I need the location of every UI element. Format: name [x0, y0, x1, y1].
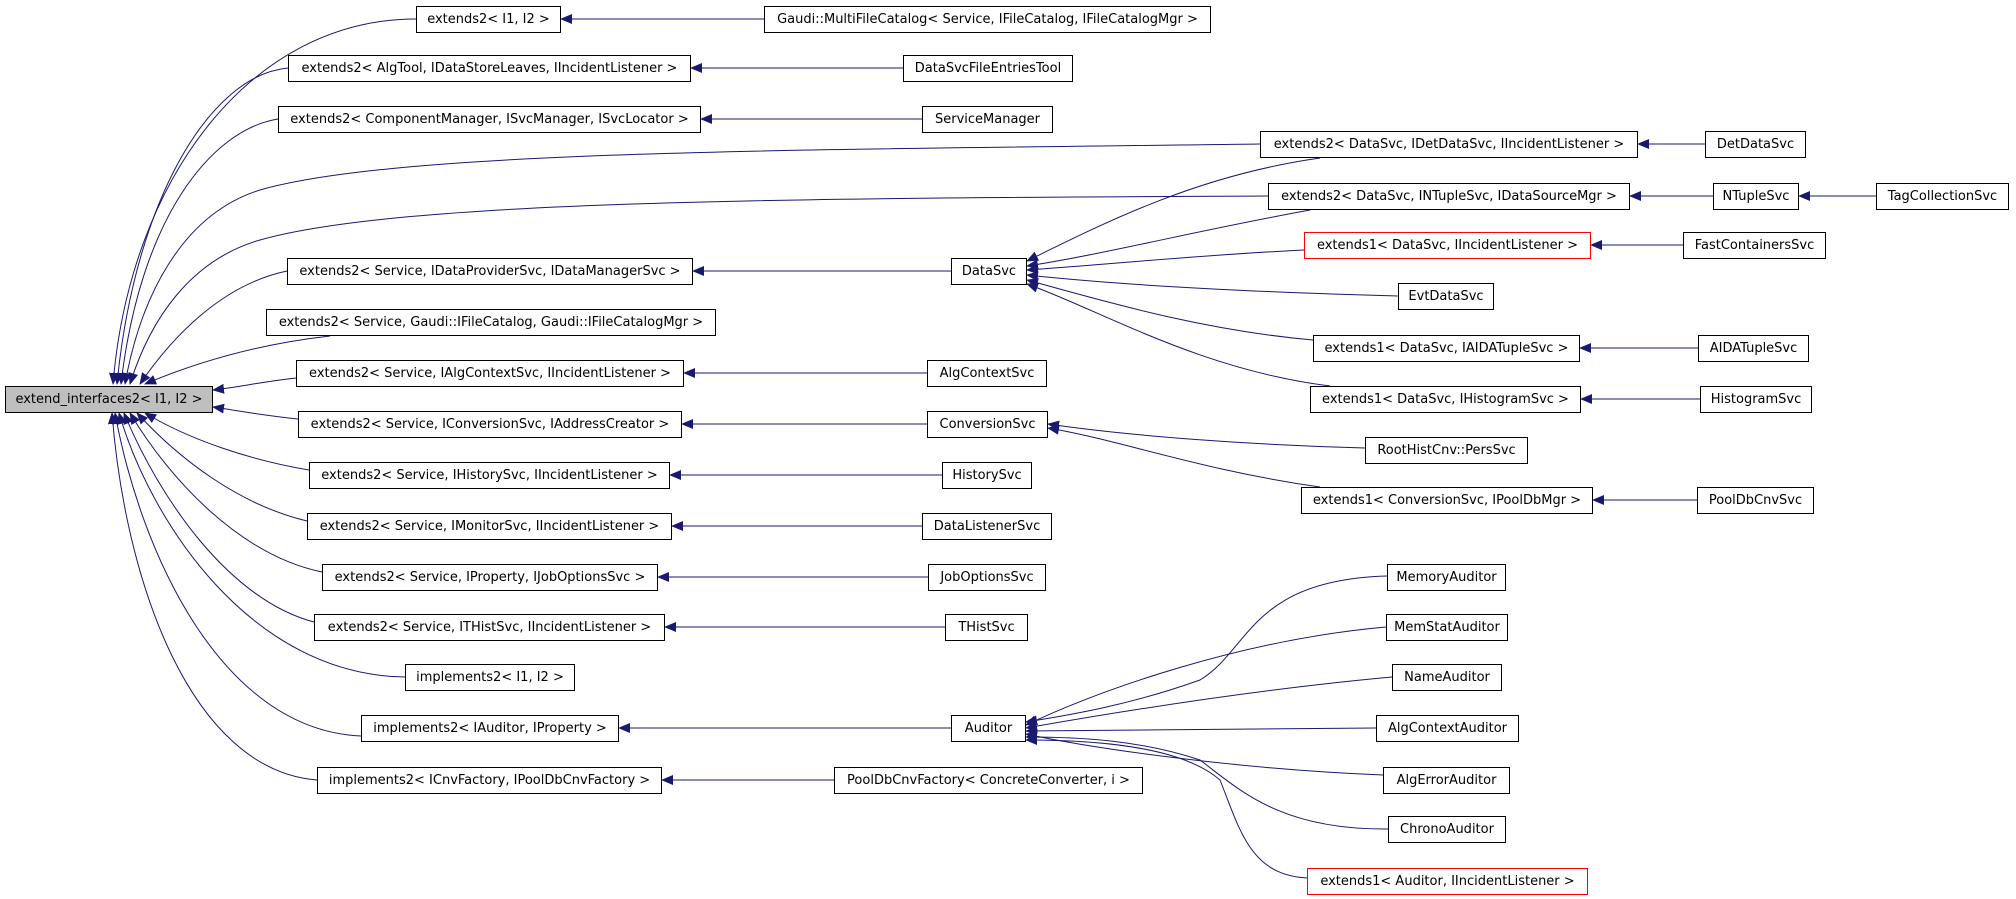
- edge-extends2-service-ihistorysvc: [144, 412, 310, 471]
- node-pooldbcnvfactory[interactable]: PoolDbCnvFactory< ConcreteConverter, i >: [834, 767, 1143, 794]
- node-fastcontainerssvc[interactable]: FastContainersSvc: [1683, 232, 1826, 259]
- edge-datasvc-iil: [1026, 249, 1305, 275]
- node-detdatasvc[interactable]: DetDataSvc: [1705, 131, 1806, 158]
- node-historysvc[interactable]: HistorySvc: [942, 462, 1032, 489]
- node-extends1-conversionsvc-ipooldbmgr[interactable]: extends1< ConversionSvc, IPoolDbMgr >: [1301, 487, 1593, 514]
- edge-datasvc-hist: [1026, 282, 1331, 387]
- node-datasvc[interactable]: DataSvc: [951, 258, 1027, 285]
- node-joboptionssvc[interactable]: JobOptionsSvc: [928, 564, 1046, 591]
- node-gaudi-multifilecatalog[interactable]: Gaudi::MultiFileCatalog< Service, IFileC…: [764, 6, 1211, 33]
- node-extends1-datasvc-iaidatuplesvc[interactable]: extends1< DataSvc, IAIDATupleSvc >: [1313, 335, 1580, 362]
- edge-datasvc-ntuple: [1026, 209, 1311, 270]
- node-evtdatasvc[interactable]: EvtDataSvc: [1398, 283, 1494, 310]
- edge-extends2-componentmanager: [117, 118, 279, 385]
- node-extends2-service-gaudi-ifilecatalog[interactable]: extends2< Service, Gaudi::IFileCatalog, …: [266, 309, 716, 336]
- node-memoryauditor[interactable]: MemoryAuditor: [1387, 564, 1506, 591]
- edge-extends2-datasvc-idetdatasvc: [122, 143, 1261, 385]
- edge-aud-algctx: [1025, 725, 1377, 736]
- node-pooldbcnvsvc[interactable]: PoolDbCnvSvc: [1697, 487, 1814, 514]
- edge-datasvc-detdata: [1026, 157, 1321, 262]
- edge-implements2-i1-i2: [117, 412, 406, 678]
- node-datalistenersvc[interactable]: DataListenerSvc: [922, 513, 1052, 540]
- edge-aud-memstat: [1025, 626, 1387, 726]
- node-thistsvc[interactable]: THistSvc: [945, 614, 1028, 641]
- edge-implements2-iauditor-iproperty: [112, 412, 362, 737]
- edge-conv-pooldb: [1047, 424, 1321, 488]
- node-nameauditor[interactable]: NameAuditor: [1392, 664, 1502, 691]
- node-extends2-datasvc-idetdatasvc[interactable]: extends2< DataSvc, IDetDataSvc, IInciden…: [1260, 131, 1638, 158]
- edge-extends2-service-idataprovidersvc: [139, 270, 288, 385]
- node-algcontextsvc[interactable]: AlgContextSvc: [927, 360, 1047, 387]
- node-extends2-i1-i2[interactable]: extends2< I1, I2 >: [416, 6, 561, 33]
- edge-extends2-i1-i2: [108, 18, 417, 385]
- node-extends2-service-ialgcontextsvc[interactable]: extends2< Service, IAlgContextSvc, IInci…: [296, 360, 684, 387]
- node-extends2-algtool[interactable]: extends2< AlgTool, IDataStoreLeaves, IIn…: [288, 55, 691, 82]
- node-extends1-datasvc-ihistogramsvc[interactable]: extends1< DataSvc, IHistogramSvc >: [1310, 386, 1581, 413]
- node-algerrorauditor[interactable]: AlgErrorAuditor: [1383, 767, 1510, 794]
- edge-datasvc-evtdata: [1026, 271, 1399, 297]
- node-extends2-service-ithistsvc[interactable]: extends2< Service, ITHistSvc, IIncidentL…: [314, 614, 665, 641]
- node-extends2-service-imonitorsvc[interactable]: extends2< Service, IMonitorSvc, IInciden…: [307, 513, 672, 540]
- node-extends1-datasvc-iincidentlistener[interactable]: extends1< DataSvc, IIncidentListener >: [1304, 232, 1591, 259]
- node-conversionsvc[interactable]: ConversionSvc: [927, 411, 1048, 438]
- node-aidatuplesvc[interactable]: AIDATupleSvc: [1698, 335, 1809, 362]
- node-servicemanager[interactable]: ServiceManager: [922, 106, 1053, 133]
- node-implements2-i1-i2[interactable]: implements2< I1, I2 >: [405, 664, 575, 691]
- edge-implements2-icnvfactory: [107, 412, 318, 781]
- edge-extends2-service-iconversionsvc: [212, 403, 299, 420]
- node-roothistcnv-perssvc[interactable]: RootHistCnv::PersSvc: [1365, 437, 1528, 464]
- node-extend-interfaces2: extend_interfaces2< I1, I2 >: [5, 386, 213, 413]
- node-chronoauditor[interactable]: ChronoAuditor: [1388, 816, 1506, 843]
- edge-aud-chrono: [1025, 732, 1389, 830]
- edge-aud-name: [1025, 676, 1393, 732]
- edge-extends2-service-ialgcontextsvc: [212, 377, 297, 394]
- edge-extends2-service-gaudi-ifilecatalog: [144, 335, 331, 385]
- node-extends2-service-iconversionsvc[interactable]: extends2< Service, IConversionSvc, IAddr…: [298, 411, 682, 438]
- node-auditor[interactable]: Auditor: [951, 715, 1026, 742]
- node-implements2-icnvfactory[interactable]: implements2< ICnvFactory, IPoolDbCnvFact…: [317, 767, 662, 794]
- node-tagcollectionsvc[interactable]: TagCollectionSvc: [1876, 183, 2009, 210]
- edge-extends2-algtool: [113, 67, 289, 385]
- node-extends1-auditor-iincidentlistener[interactable]: extends1< Auditor, IIncidentListener >: [1307, 868, 1588, 895]
- edge-conv-roothist: [1047, 420, 1366, 449]
- node-extends2-service-ihistorysvc[interactable]: extends2< Service, IHistorySvc, IInciden…: [309, 462, 670, 489]
- edge-extends2-service-iproperty: [129, 412, 323, 573]
- node-extends2-datasvc-intuplesvc[interactable]: extends2< DataSvc, INTupleSvc, IDataSour…: [1268, 183, 1630, 210]
- node-histogramsvc[interactable]: HistogramSvc: [1700, 386, 1812, 413]
- edge-extends2-service-imonitorsvc: [136, 412, 308, 522]
- edge-aud-iil: [1025, 735, 1308, 879]
- node-extends2-service-iproperty[interactable]: extends2< Service, IProperty, IJobOption…: [322, 564, 658, 591]
- node-extends2-service-idataprovidersvc[interactable]: extends2< Service, IDataProviderSvc, IDa…: [287, 258, 693, 285]
- edge-extends2-datasvc-intuplesvc: [128, 195, 1269, 385]
- node-extends2-componentmanager[interactable]: extends2< ComponentManager, ISvcManager,…: [278, 106, 701, 133]
- edge-datasvc-aida: [1026, 278, 1314, 341]
- edge-aud-memory: [1025, 575, 1388, 726]
- edge-extends2-service-ithistsvc: [123, 412, 315, 623]
- node-memstatauditor[interactable]: MemStatAuditor: [1386, 614, 1508, 641]
- node-algcontextauditor[interactable]: AlgContextAuditor: [1376, 715, 1519, 742]
- node-ntuplesvc[interactable]: NTupleSvc: [1713, 183, 1799, 210]
- node-implements2-iauditor-iproperty[interactable]: implements2< IAuditor, IProperty >: [361, 715, 619, 742]
- node-datasvcfileentriestool[interactable]: DataSvcFileEntriesTool: [903, 55, 1073, 82]
